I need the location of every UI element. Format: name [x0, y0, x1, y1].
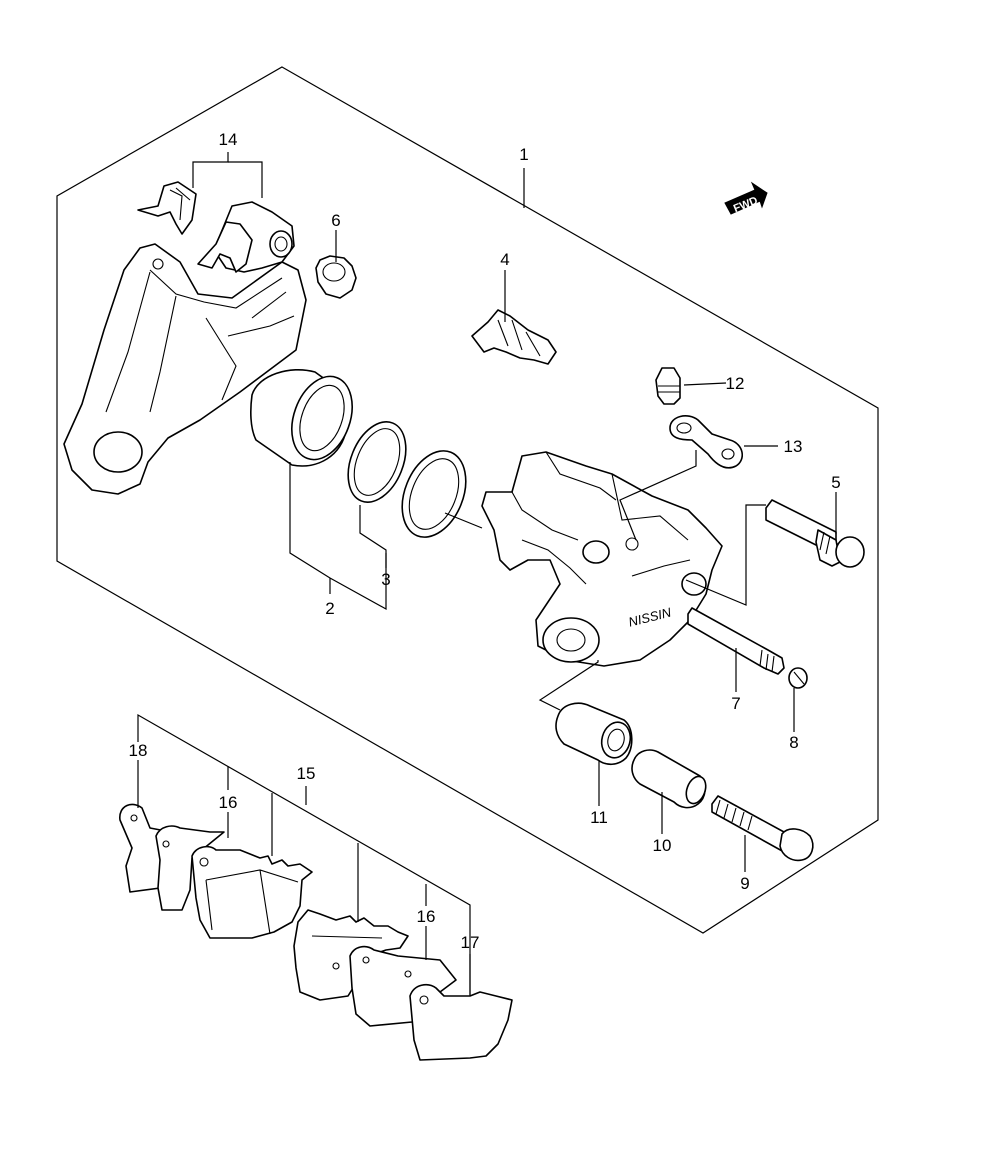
- callout-7: 7: [731, 694, 740, 713]
- callout-13: 13: [784, 437, 803, 456]
- pad-pin: [687, 607, 785, 675]
- forward-arrow-icon: FWD: [724, 181, 768, 215]
- mounting-bolt: [711, 795, 814, 862]
- callout-11: 11: [590, 808, 608, 827]
- bracket-pad-spring: [137, 181, 253, 273]
- callout-17: 17: [461, 933, 480, 952]
- callout-18: 18: [129, 741, 148, 760]
- callout-8: 8: [789, 733, 798, 752]
- caliper-bracket: [63, 201, 307, 495]
- piston-seal: [347, 421, 407, 503]
- callout-2: 2: [325, 599, 334, 618]
- pad-shim-16b: [349, 945, 457, 1027]
- callout-labels: 1 2 3 4 5 6 7 8 9 10 11 12 13 14 15 16 1…: [129, 130, 841, 952]
- pad-shim-outer-18: [119, 803, 193, 893]
- bleeder-cap: [669, 415, 743, 469]
- caliper-piston: [250, 368, 353, 467]
- callout-5: 5: [831, 473, 840, 492]
- bleeder-valve: [655, 367, 681, 405]
- caliper-sleeve: [555, 702, 633, 766]
- caliper-body: NISSIN: [481, 451, 723, 667]
- pad-spring: [471, 309, 557, 365]
- pad-shim-16a: [155, 825, 225, 911]
- pin-plug: [788, 667, 808, 689]
- leader-lines: [137, 152, 837, 996]
- callout-3: 3: [381, 570, 390, 589]
- callout-16-upper: 16: [219, 793, 238, 812]
- callout-9: 9: [740, 874, 749, 893]
- caliper-pin: [765, 499, 865, 568]
- callout-15: 15: [297, 764, 316, 783]
- pad-shim-17: [409, 983, 513, 1061]
- bracket-boot: [315, 255, 357, 299]
- callout-12: 12: [726, 374, 745, 393]
- callout-4: 4: [500, 250, 509, 269]
- caliper-bushing: [631, 749, 707, 809]
- callout-10: 10: [653, 836, 672, 855]
- assembly-boundary: [56, 66, 879, 934]
- callout-1: 1: [519, 145, 528, 164]
- callout-16-lower: 16: [417, 907, 436, 926]
- brake-pad-inner: [191, 845, 313, 939]
- callout-14: 14: [219, 130, 238, 149]
- callout-6: 6: [331, 211, 340, 230]
